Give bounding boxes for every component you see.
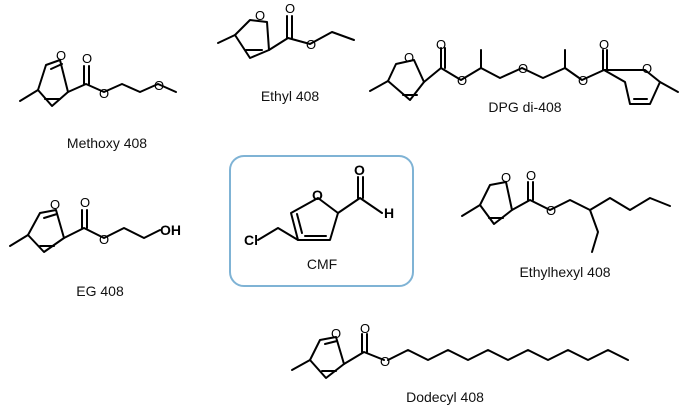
cmf-atom-ring-o: O [312,187,323,203]
dpg-atom-ester-o-left: O [457,73,467,88]
eg-atom-carbonyl-o: O [80,195,90,210]
ethyl-atom-ester-o: O [306,37,316,52]
eg-408-structure: O O O OH [9,195,181,253]
dodecyl-408-structure: O O O [291,321,629,379]
ethyl-atom-carbonyl-o: O [285,1,295,16]
ethyl-408-structure: O O O [217,1,355,59]
eg-408-label: EG 408 [76,283,124,299]
cmf-highlight-box [229,155,414,287]
eg-atom-ester-o: O [99,232,109,247]
dodecyl-atom-ring-o: O [331,326,341,341]
ethylhexyl-408-structure: O O O [461,168,671,253]
cmf-atom-carbonyl-o: O [354,162,365,178]
ethyl-atom-ring-o: O [255,8,265,23]
cmf-atom-cl: Cl [244,232,258,248]
ethylhexyl-408-label: Ethylhexyl 408 [519,264,610,280]
dodecyl-atom-ester-o: O [380,354,390,369]
cmf-label: CMF [307,256,337,272]
dpg-di-408-label: DPG di-408 [488,99,561,115]
methoxy-atom-ether-o: O [154,78,164,93]
methoxy-408-label: Methoxy 408 [67,135,147,151]
ethylhexyl-atom-ester-o: O [546,203,556,218]
dodecyl-408-label: Dodecyl 408 [406,389,484,405]
cmf-atom-h: H [384,205,394,221]
dodecyl-atom-carbonyl-o: O [360,321,370,336]
ethyl-408-label: Ethyl 408 [261,88,320,104]
cmf-structure: Cl O O H [244,162,394,248]
dpg-atom-ester-o-right: O [578,73,588,88]
methoxy-408-structure: O O O O [19,48,177,107]
dpg-di-408-structure: O O O O O O O [369,37,679,105]
dpg-atom-ether-o: O [518,61,528,76]
methoxy-atom-ring-o: O [56,48,66,63]
dpg-atom-carbonyl-o-right: O [599,37,609,52]
eg-atom-oh: OH [160,222,181,238]
dpg-atom-ring-o-right: O [642,61,652,76]
ethylhexyl-atom-ring-o: O [501,170,511,185]
dpg-atom-ring-o-left: O [404,50,414,65]
ethylhexyl-atom-carbonyl-o: O [526,168,536,183]
methoxy-atom-carbonyl-o: O [82,51,92,66]
dpg-atom-carbonyl-o-left: O [436,37,446,52]
methoxy-atom-ester-o: O [99,86,109,101]
eg-atom-ring-o: O [50,197,60,212]
